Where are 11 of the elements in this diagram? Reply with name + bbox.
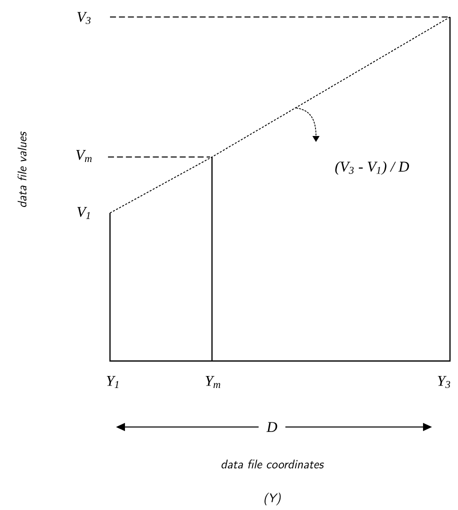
axis-label: data file coordinates xyxy=(222,460,324,468)
dimension-label: D xyxy=(258,421,286,433)
coordinate-label: Y$_{1}$ xyxy=(106,376,118,388)
coordinate-label: Y$_{m}$ xyxy=(206,376,220,388)
value-label: V$_{3}$ xyxy=(77,12,91,24)
value-label: V$_{1}$ xyxy=(77,207,90,219)
slope-label: (V$_{3}$ - V$_{1}$) / D xyxy=(335,161,410,175)
axis-label: data file values xyxy=(18,131,26,207)
value-label: V$_{m}$ xyxy=(76,150,92,162)
axis-label: (Y) xyxy=(264,492,281,506)
coordinate-label: Y$_{3}$ xyxy=(438,376,450,388)
